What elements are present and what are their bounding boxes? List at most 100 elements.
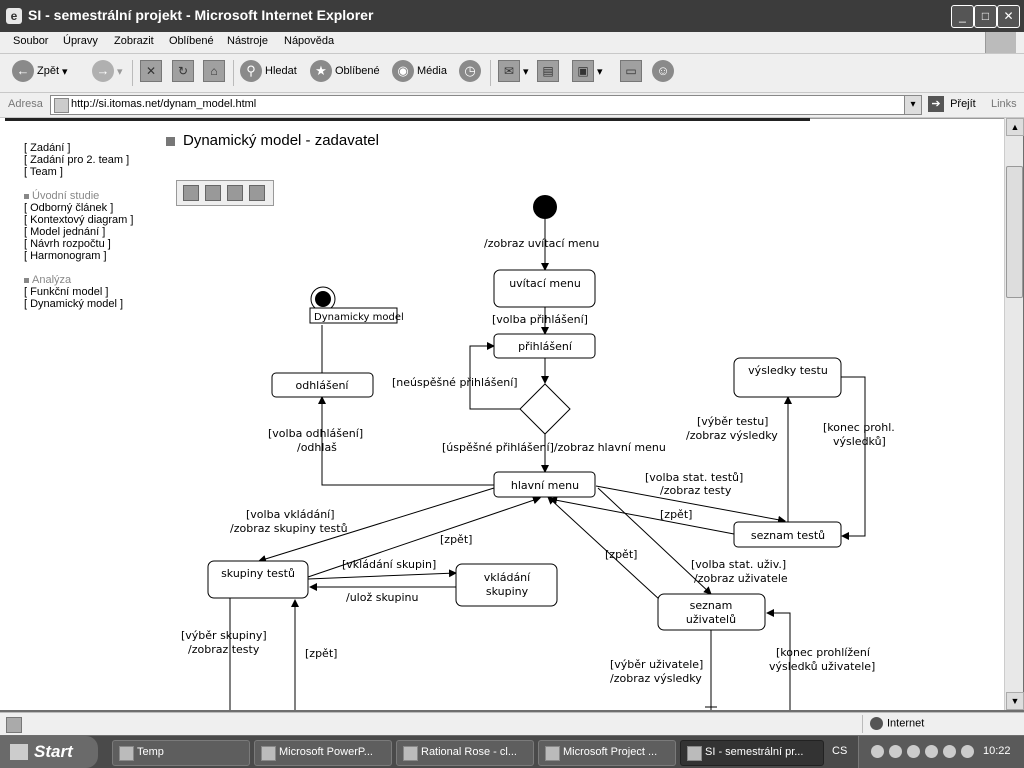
go-button[interactable]: ➔ Přejít (928, 96, 976, 112)
history-button[interactable]: ◷ (459, 60, 481, 86)
back-button[interactable]: ←Zpět▾ (12, 60, 68, 86)
home-button[interactable]: ⌂ (203, 60, 225, 86)
nav-link-kontextovy[interactable]: [ Kontextový diagram ] (24, 214, 134, 226)
mail-button[interactable]: ✉▾ (498, 60, 529, 86)
stop-button[interactable]: ✕ (140, 60, 162, 86)
nav-link-zadani[interactable]: [ Zadání ] (24, 142, 71, 154)
menu-oblibene[interactable]: Oblíbené (169, 35, 214, 47)
toolbar-separator (233, 60, 234, 86)
nav-link-harmonogram[interactable]: [ Harmonogram ] (24, 250, 107, 262)
refresh-icon: ↻ (172, 60, 194, 82)
label-konec-prohl-1: [konec prohl. (823, 421, 895, 434)
label-neuspesne: [neúspěšné přihlášení] (392, 376, 518, 389)
label-zobraz-vysledky-2: /zobraz výsledky (610, 672, 702, 685)
history-icon: ◷ (459, 60, 481, 82)
label-zobraz-testy-2: /zobraz testy (660, 484, 732, 497)
menu-soubor[interactable]: Soubor (13, 35, 49, 47)
menu-upravy[interactable]: Úpravy (63, 35, 98, 47)
address-url: http://si.itomas.net/dynam_model.html (71, 98, 257, 110)
nav-link-rozpocet[interactable]: [ Návrh rozpočtu ] (24, 238, 111, 250)
label-vyber-uzivatele: [výběr uživatele] (610, 658, 703, 671)
final-state-label: Dynamicky model (314, 312, 404, 323)
state-vysledky-label: výsledky testu (748, 364, 828, 377)
print-icon[interactable] (205, 185, 221, 201)
messenger-button[interactable]: ☺ (652, 60, 674, 86)
language-indicator[interactable]: CS (832, 745, 848, 757)
scroll-thumb[interactable] (1006, 166, 1023, 298)
nav-link-zadani-2[interactable]: [ Zadání pro 2. team ] (24, 154, 130, 166)
ie-icon[interactable]: e (6, 8, 22, 24)
label-zobraz-vysledky-1: /zobraz výsledky (686, 429, 778, 442)
scroll-up-icon[interactable]: ▲ (1006, 118, 1024, 136)
state-odhlaseni-label: odhlášení (295, 379, 349, 392)
label-vyber-testu: [výběr testu] (697, 415, 768, 428)
vertical-scrollbar[interactable]: ▲ ▼ (1004, 118, 1024, 710)
links-label[interactable]: Links (991, 98, 1017, 110)
nav-link-dynamicky[interactable]: [ Dynamický model ] (24, 298, 124, 310)
label-volba-odhlaseni: [volba odhlášení] (268, 427, 363, 440)
minimize-button[interactable]: _ (951, 5, 974, 28)
tray-network-icon[interactable] (889, 745, 902, 758)
folder-icon (119, 746, 134, 761)
state-hlavni (493, 471, 596, 498)
menu-zobrazit[interactable]: Zobrazit (114, 35, 154, 47)
close-button[interactable]: ✕ (997, 5, 1020, 28)
menu-napoveda[interactable]: Nápověda (284, 35, 335, 47)
task-temp[interactable]: Temp (112, 740, 250, 766)
final-state-label-box (309, 307, 398, 324)
page-title: Dynamický model - zadavatel (166, 132, 379, 149)
address-bar: Adresa http://si.itomas.net/dynam_model.… (0, 93, 1024, 118)
task-rational-rose[interactable]: Rational Rose - cl... (396, 740, 534, 766)
task-ie[interactable]: SI - semestrální pr... (680, 740, 824, 766)
media-button[interactable]: ◉Média (392, 60, 447, 86)
tray-alert-icon[interactable] (943, 745, 956, 758)
search-icon: ⚲ (240, 60, 262, 82)
label-zobraz-uvitaci: /zobraz uvítací menu (484, 237, 599, 250)
nav-link-team[interactable]: [ Team ] (24, 166, 63, 178)
folder-icon[interactable] (249, 185, 265, 201)
tray-security-icon[interactable] (961, 745, 974, 758)
state-seznam-uziv-label-2: uživatelů (686, 613, 736, 626)
tray-volume-icon[interactable] (907, 745, 920, 758)
status-bar: Internet (0, 712, 1024, 735)
transition-volba-odhlaseni (318, 396, 494, 486)
tray-norton-icon[interactable] (871, 745, 884, 758)
title-bar: e SI - semestrální projekt - Microsoft I… (0, 0, 1024, 32)
label-zpet-uzivatele: [zpět] (605, 548, 637, 561)
tray-app-icon[interactable] (925, 745, 938, 758)
address-dropdown-icon[interactable]: ▾ (904, 96, 921, 114)
mail-icon[interactable] (227, 185, 243, 201)
task-ms-project[interactable]: Microsoft Project ... (538, 740, 676, 766)
address-input[interactable]: http://si.itomas.net/dynam_model.html ▾ (50, 95, 922, 115)
page-content: [ Zadání ] [ Zadání pro 2. team ] [ Team… (0, 118, 1004, 710)
menu-nastroje[interactable]: Nástroje (227, 35, 268, 47)
state-seznam-testu-label: seznam testů (751, 529, 825, 542)
scroll-down-icon[interactable]: ▼ (1006, 692, 1024, 710)
globe-icon (870, 717, 883, 730)
nav-link-clanek[interactable]: [ Odborný článek ] (24, 202, 114, 214)
print-icon: ▤ (537, 60, 559, 82)
status-divider (862, 715, 863, 733)
state-vkladani-label-2: skupiny (486, 585, 529, 598)
forward-button[interactable]: →▾ (92, 60, 123, 86)
search-button[interactable]: ⚲Hledat (240, 60, 297, 86)
transition-konec-prohlizeni (766, 609, 791, 710)
nav-link-model-jednani[interactable]: [ Model jednání ] (24, 226, 106, 238)
transition-volba-stat-testu (595, 485, 786, 524)
maximize-button[interactable]: □ (974, 5, 997, 28)
refresh-button[interactable]: ↻ (172, 60, 194, 86)
discuss-button[interactable]: ▭ (620, 60, 642, 86)
initial-state (533, 195, 557, 219)
nav-link-funkcni[interactable]: [ Funkční model ] (24, 286, 109, 298)
save-icon[interactable] (183, 185, 199, 201)
favorites-button[interactable]: ★Oblíbené (310, 60, 380, 86)
task-powerpoint[interactable]: Microsoft PowerP... (254, 740, 392, 766)
star-icon: ★ (310, 60, 332, 82)
start-button[interactable]: Start (0, 736, 98, 768)
print-button[interactable]: ▤ (537, 60, 559, 86)
forward-arrow-icon: → (92, 60, 114, 82)
transition-zpet-seznam-testu (549, 496, 735, 535)
state-seznam-uziv-label: seznam (690, 599, 733, 612)
state-vkladani (455, 563, 558, 607)
edit-button[interactable]: ▣▾ (572, 60, 603, 86)
